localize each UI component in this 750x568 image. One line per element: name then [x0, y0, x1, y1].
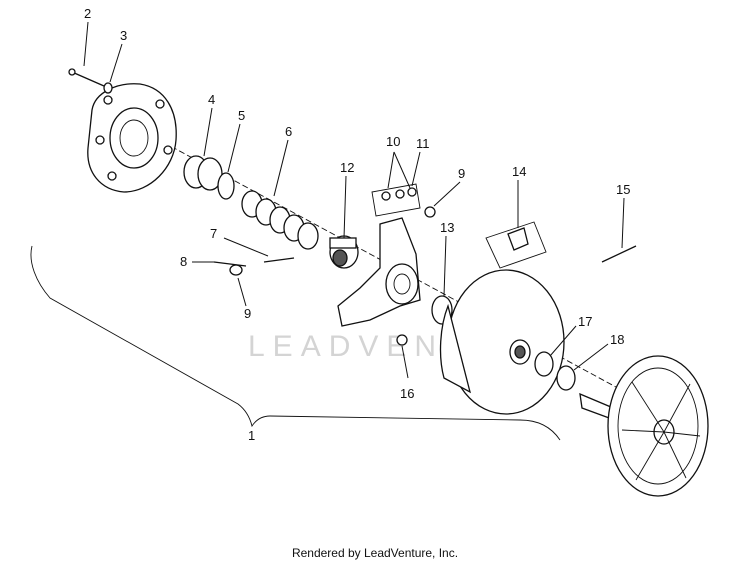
roller-left-part	[229, 264, 243, 276]
callout-9-left: 9	[244, 306, 251, 321]
bracket-part	[485, 221, 547, 269]
stationary-sheave-part	[579, 355, 709, 497]
spider-arm-part	[337, 217, 421, 327]
callout-1: 1	[248, 428, 255, 443]
callout-16: 16	[400, 386, 414, 401]
nuts-part	[371, 183, 421, 217]
roller-assembly-part	[329, 235, 359, 269]
callout-9-right: 9	[458, 166, 465, 181]
bolt-part	[68, 68, 105, 87]
callout-15: 15	[616, 182, 630, 197]
cover-plate-part	[87, 83, 177, 193]
leader-lines	[83, 21, 625, 379]
callout-12: 12	[340, 160, 354, 175]
washer-part	[103, 82, 113, 94]
snap-ring-part	[217, 172, 235, 200]
spring-part	[241, 190, 319, 250]
callout-17: 17	[578, 314, 592, 329]
callout-10: 10	[386, 134, 400, 149]
callout-labels: 1 2 3 4 5 6 7 8 9 9 10 11 12 13 14 15 16…	[84, 6, 630, 443]
callout-2: 2	[84, 6, 91, 21]
movable-sheave-part	[439, 269, 565, 415]
shaft-part	[601, 245, 637, 263]
pin-part	[263, 257, 295, 263]
callout-11: 11	[416, 136, 430, 151]
callout-6: 6	[285, 124, 292, 139]
callout-4: 4	[208, 92, 215, 107]
footer-credit: Rendered by LeadVenture, Inc.	[291, 546, 459, 560]
callout-3: 3	[120, 28, 127, 43]
axis-line	[99, 107, 641, 401]
roller-right-part	[424, 206, 436, 218]
callout-14: 14	[512, 164, 526, 179]
callout-7: 7	[210, 226, 217, 241]
callout-8: 8	[180, 254, 187, 269]
callout-18: 18	[610, 332, 624, 347]
ring-18-part	[556, 365, 576, 391]
callout-5: 5	[238, 108, 245, 123]
callout-13: 13	[440, 220, 454, 235]
bushing-part	[183, 155, 223, 191]
ring-17-part	[534, 351, 554, 377]
assembly-brace	[30, 245, 561, 441]
pin-8-part	[213, 261, 247, 267]
screw-part	[396, 334, 408, 346]
